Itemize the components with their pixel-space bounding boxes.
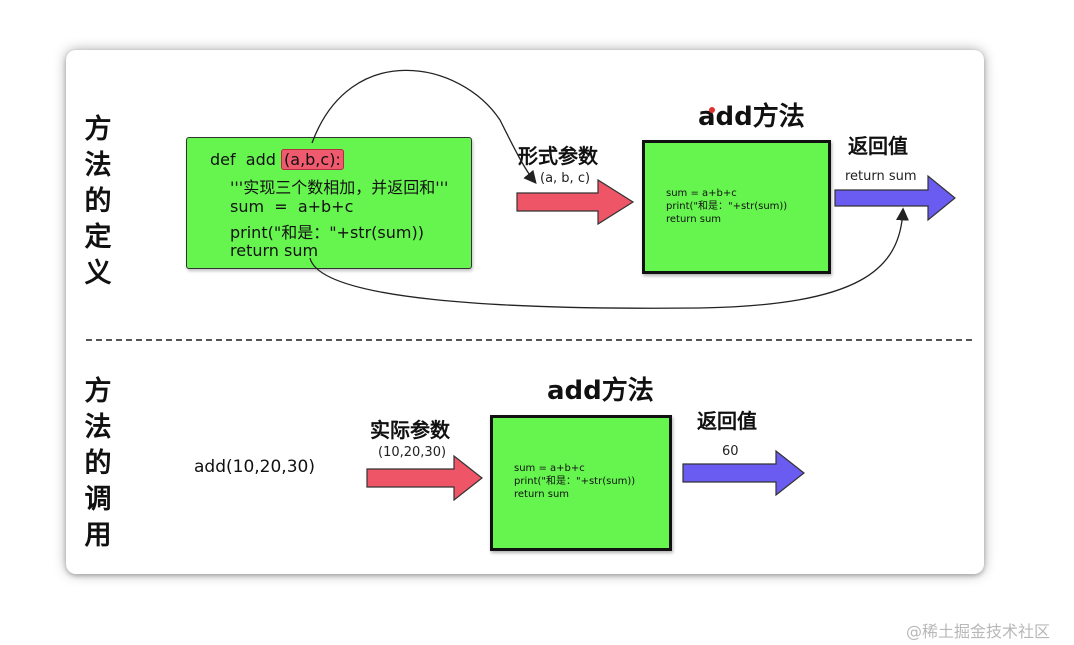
method-body-line: return sum: [514, 489, 570, 500]
title-char: 用: [84, 520, 112, 551]
call-method-box: sum = a+b+c print("和是："+str(sum)) return…: [490, 415, 672, 551]
definition-method-box: sum = a+b+c print("和是："+str(sum)) return…: [642, 140, 831, 274]
method-body-line: return sum: [666, 214, 722, 225]
code-return-line: return sum: [230, 241, 319, 260]
title-char: 的: [84, 186, 112, 217]
code-sum-line: sum = a+b+c: [230, 197, 354, 216]
formal-params-label: 形式参数: [518, 144, 598, 168]
method-title: add方法: [698, 102, 805, 132]
method-title: add方法: [547, 376, 654, 406]
formal-params-value: (a, b, c): [540, 171, 591, 186]
definition-code-box: def add (a,b,c): '''实现三个数相加，并返回和''' sum …: [186, 137, 472, 269]
call-section-title: 方 法 的 调 用: [78, 374, 118, 554]
section-divider: [86, 339, 972, 341]
return-arrow-blue: [682, 449, 805, 497]
return-label: 返回值: [848, 134, 908, 158]
cursor-dot: [709, 107, 715, 113]
params-connector-curve: [311, 69, 537, 184]
code-def-keyword: def add: [210, 150, 282, 169]
title-char: 方: [84, 376, 112, 407]
title-char: 法: [84, 150, 112, 181]
title-char: 方: [84, 114, 112, 145]
return-value: return sum: [845, 169, 917, 184]
method-body-line: sum = a+b+c: [666, 188, 737, 199]
title-char: 调: [84, 484, 112, 515]
title-char: 义: [84, 258, 112, 289]
title-char: 定: [84, 222, 112, 253]
method-body-line: print("和是："+str(sum)): [514, 476, 636, 487]
return-connector-curve: [309, 207, 909, 309]
watermark-text: @稀土掘金技术社区: [906, 622, 1051, 641]
return-value: 60: [722, 444, 739, 459]
params-highlight: (a,b,c):: [281, 149, 344, 170]
return-label: 返回值: [697, 409, 757, 433]
param-arrow-red: [516, 178, 635, 226]
method-body: sum = a+b+c print("和是："+str(sum)) return…: [666, 187, 787, 226]
call-expression: add(10,20,30): [194, 457, 315, 477]
method-body: sum = a+b+c print("和是："+str(sum)) return…: [514, 462, 635, 501]
method-body-line: sum = a+b+c: [514, 463, 585, 474]
code-print-line: print("和是："+str(sum)): [230, 223, 424, 242]
actual-params-value: (10,20,30): [378, 445, 447, 460]
code-docstring: '''实现三个数相加，并返回和''': [230, 178, 449, 197]
param-arrow-red: [366, 454, 483, 502]
return-arrow-blue: [834, 174, 956, 222]
code-def-line: def add (a,b,c):: [210, 149, 344, 170]
definition-section-title: 方 法 的 定 义: [78, 112, 118, 292]
method-body-line: print("和是："+str(sum)): [666, 201, 788, 212]
actual-params-label: 实际参数: [370, 418, 450, 442]
title-char: 的: [84, 448, 112, 479]
title-char: 法: [84, 412, 112, 443]
